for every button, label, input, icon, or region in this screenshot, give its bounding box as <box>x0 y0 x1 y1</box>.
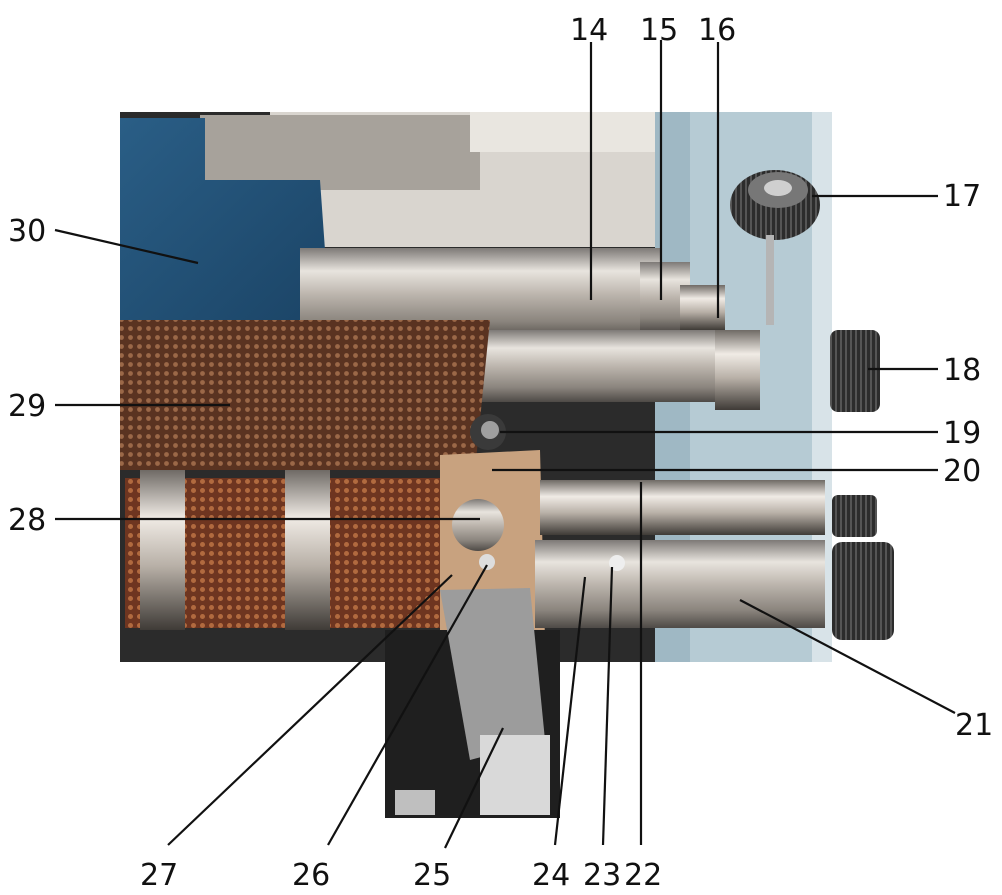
mesh-belt-29 <box>120 320 490 470</box>
callout-17: 17 <box>943 179 981 214</box>
leader-27 <box>167 574 453 846</box>
callout-labels: 14 15 16 17 18 19 20 21 22 23 24 25 26 2… <box>8 13 993 893</box>
callout-18: 18 <box>943 353 981 388</box>
callout-26: 26 <box>292 858 330 893</box>
callout-27: 27 <box>140 858 178 893</box>
leader-24 <box>553 576 587 846</box>
blue-housing-30 <box>120 118 330 320</box>
callout-23: 23 <box>583 858 621 893</box>
knob-21 <box>832 542 894 640</box>
leader-26 <box>327 564 488 846</box>
leader-21 <box>739 599 956 714</box>
callout-25: 25 <box>413 858 451 893</box>
middle-roller <box>470 330 730 402</box>
leader-lines <box>54 40 956 849</box>
leader-30 <box>54 228 199 265</box>
leader-23 <box>601 566 614 846</box>
knob-18 <box>830 330 880 412</box>
callout-16: 16 <box>698 13 736 48</box>
callout-30: 30 <box>8 214 46 249</box>
callout-15: 15 <box>640 13 678 48</box>
callout-22: 22 <box>624 858 662 893</box>
leader-25 <box>444 727 504 849</box>
callout-24: 24 <box>532 858 570 893</box>
lower-roller-21 <box>535 540 825 628</box>
callout-21: 21 <box>955 708 993 743</box>
machine-illustration <box>120 112 894 818</box>
callout-29: 29 <box>8 389 46 424</box>
callout-19: 19 <box>943 416 981 451</box>
callout-28: 28 <box>8 503 46 538</box>
callout-14: 14 <box>570 13 608 48</box>
callout-20: 20 <box>943 454 981 489</box>
